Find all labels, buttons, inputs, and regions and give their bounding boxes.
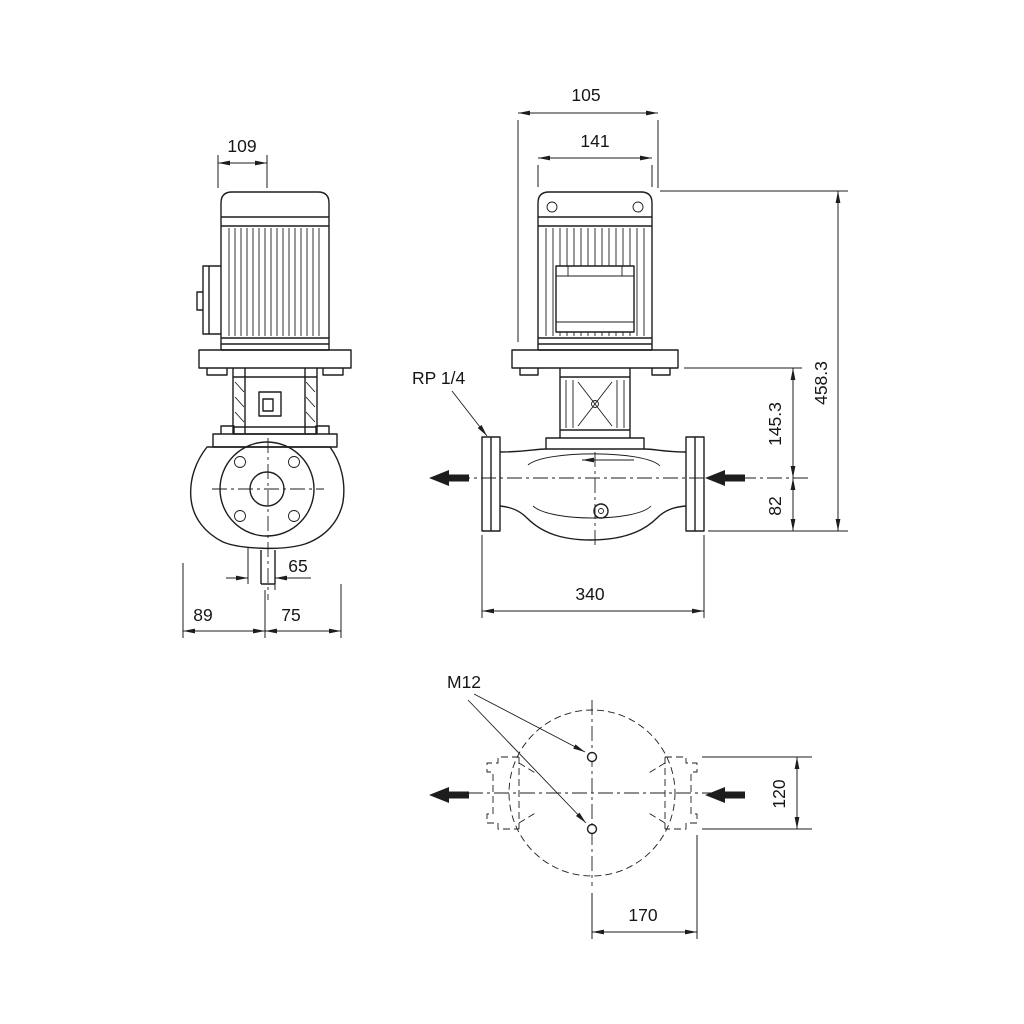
bolt-hole [288, 456, 300, 468]
rp-tapping-callout: RP 1/4 [412, 368, 488, 437]
flow-arrow-left [429, 470, 469, 486]
front-pump-casing [481, 436, 705, 541]
terminal-box-outline [196, 265, 221, 335]
mounting-flange-outline [511, 349, 679, 376]
lantern-outline [559, 368, 631, 438]
front-coupling-guard [559, 368, 631, 438]
m12-callout: M12 [447, 672, 587, 824]
side-terminal-box [196, 265, 221, 335]
terminal-box-details [556, 266, 634, 323]
dim-340: 340 [481, 535, 705, 618]
side-motor [220, 191, 330, 351]
side-seal-flange [212, 425, 338, 448]
port-flange-left [481, 436, 501, 532]
dim-170: 170 [591, 835, 698, 939]
m12-hole-bottom [586, 823, 598, 835]
plan-port-flange-left [486, 756, 538, 830]
plan-view: M12 120 170 [429, 672, 812, 939]
dim-141-label: 141 [580, 131, 609, 151]
dim-120-label: 120 [769, 779, 789, 808]
side-view: 109 65 89 75 [182, 136, 352, 638]
bolt-hole [234, 456, 246, 468]
drain-plug [593, 503, 609, 519]
m12-leader-top [473, 693, 586, 753]
lantern-hatching [234, 381, 316, 423]
m12-hole-top [586, 751, 598, 763]
m12-leader-bottom [467, 699, 587, 824]
dim-89-label: 89 [193, 605, 212, 625]
dim-340-label: 340 [575, 584, 604, 604]
front-mounting-flange [511, 349, 679, 376]
rp-label: RP 1/4 [412, 368, 465, 388]
dim-458-3-label: 458.3 [811, 361, 831, 405]
rp-leader-line [451, 390, 488, 437]
dim-141: 141 [537, 131, 653, 187]
lantern-outline [232, 368, 318, 435]
dim-105-label: 105 [571, 85, 600, 105]
dim-82-label: 82 [765, 496, 785, 515]
flow-arrow-right [705, 470, 745, 486]
volute-outline [189, 446, 345, 550]
extension-lines [517, 120, 659, 342]
side-lantern [232, 368, 318, 435]
dim-105: 105 [517, 85, 659, 342]
side-volute [189, 441, 345, 550]
bolt-hole [288, 510, 300, 522]
front-seal-flange [545, 437, 645, 450]
guard-bars [565, 380, 625, 428]
lifting-eye [546, 201, 558, 213]
plan-flow-arrow-left [429, 787, 469, 803]
dim-145-3-label: 145.3 [765, 402, 785, 446]
front-terminal-box [555, 265, 635, 333]
dim-458-3: 458.3 [660, 190, 848, 532]
coupling-screw [591, 400, 599, 408]
dim-89-75: 89 75 [182, 563, 342, 638]
side-mounting-flange [198, 349, 352, 376]
extension-lines [182, 563, 342, 638]
dim-120: 120 [702, 756, 812, 830]
side-centerlines [212, 438, 324, 600]
bolt-hole [234, 510, 246, 522]
dim-145-3: 145.3 [684, 367, 802, 478]
plan-port-flange-right [646, 756, 698, 830]
extension-lines [481, 535, 705, 618]
front-view: RP 1/4 105 141 458.3 145.3 82 [412, 85, 848, 618]
dim-82: 82 [765, 478, 796, 531]
dim-109-label: 109 [227, 136, 256, 156]
extension-lines [702, 756, 812, 830]
mounting-flange-outline [198, 349, 352, 376]
drain-plug-center [598, 508, 604, 514]
extension-lines [660, 190, 848, 532]
dim-170-label: 170 [628, 905, 657, 925]
plan-centerlines [468, 700, 716, 886]
m12-label: M12 [447, 672, 481, 692]
terminal-box-outline [555, 265, 635, 333]
dim-75-label: 75 [281, 605, 300, 625]
motor-cooling-fins [228, 228, 320, 336]
seal-flange-outline [212, 425, 338, 448]
port-flange-right [685, 436, 705, 532]
extension-lines [217, 155, 268, 188]
dim-65: 65 [226, 548, 311, 590]
dim-109: 109 [217, 136, 268, 188]
casing-outline [499, 448, 687, 541]
dim-65-label: 65 [288, 556, 307, 576]
plan-flow-arrow-right [705, 787, 745, 803]
extension-lines [537, 165, 653, 187]
lifting-eye [632, 201, 644, 213]
